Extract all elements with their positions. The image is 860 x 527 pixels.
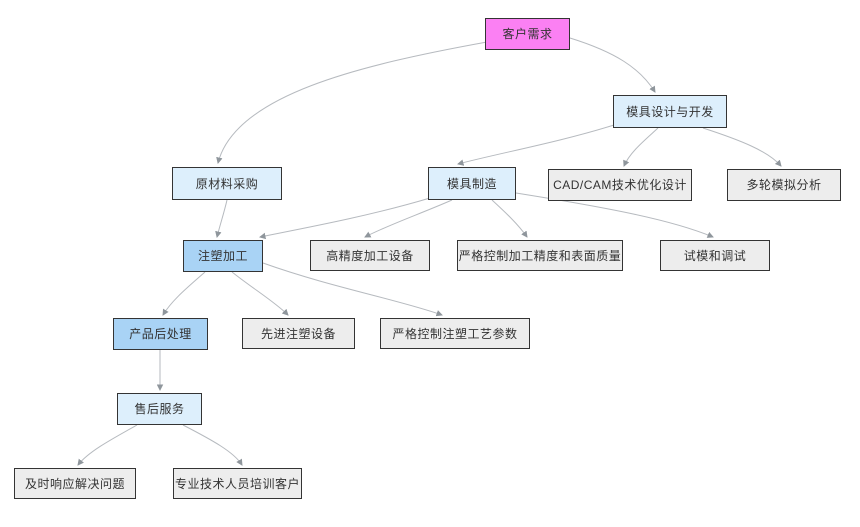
node-high-precision-equipment[interactable]: 高精度加工设备 — [310, 240, 430, 271]
node-simulation-analysis[interactable]: 多轮模拟分析 — [727, 169, 841, 201]
node-customer-needs[interactable]: 客户需求 — [485, 18, 570, 50]
edge-raw-material-to-injection — [215, 199, 228, 238]
node-strict-injection-params[interactable]: 严格控制注塑工艺参数 — [380, 318, 530, 349]
edge-mold-design-to-simulation — [702, 127, 782, 167]
edge-injection-to-advanced-equipment — [231, 271, 289, 316]
node-mold-manufacturing[interactable]: 模具制造 — [428, 167, 516, 200]
node-professional-training[interactable]: 专业技术人员培训客户 — [173, 468, 302, 499]
edge-customer-needs-to-mold-design — [569, 37, 656, 93]
node-injection-molding[interactable]: 注塑加工 — [183, 240, 263, 272]
node-advanced-injection-equipment[interactable]: 先进注塑设备 — [242, 318, 355, 349]
edge-mold-design-to-cadcam — [623, 127, 659, 167]
node-mold-design[interactable]: 模具设计与开发 — [613, 95, 727, 128]
edge-after-sales-to-training — [182, 424, 243, 466]
edge-mold-design-to-mold-manufacturing — [457, 124, 615, 166]
node-strict-machining-quality[interactable]: 严格控制加工精度和表面质量 — [457, 240, 623, 271]
node-raw-material[interactable]: 原材料采购 — [172, 167, 282, 200]
edge-injection-to-post-processing — [162, 271, 206, 316]
edge-injection-to-strict-injection-params — [262, 262, 443, 317]
node-trial-mold-debug[interactable]: 试模和调试 — [660, 240, 770, 271]
edge-mold-manufacturing-to-high-precision — [364, 199, 453, 238]
node-timely-response[interactable]: 及时响应解决问题 — [14, 468, 136, 499]
edge-mold-manufacturing-to-strict-machining — [491, 199, 528, 238]
edge-customer-needs-to-raw-material — [216, 41, 488, 164]
node-post-processing[interactable]: 产品后处理 — [113, 318, 208, 350]
edge-mold-manufacturing-to-injection — [259, 197, 431, 240]
node-after-sales-service[interactable]: 售后服务 — [117, 393, 202, 425]
edge-after-sales-to-timely-response — [77, 424, 138, 466]
node-cadcam-design[interactable]: CAD/CAM技术优化设计 — [548, 169, 692, 201]
